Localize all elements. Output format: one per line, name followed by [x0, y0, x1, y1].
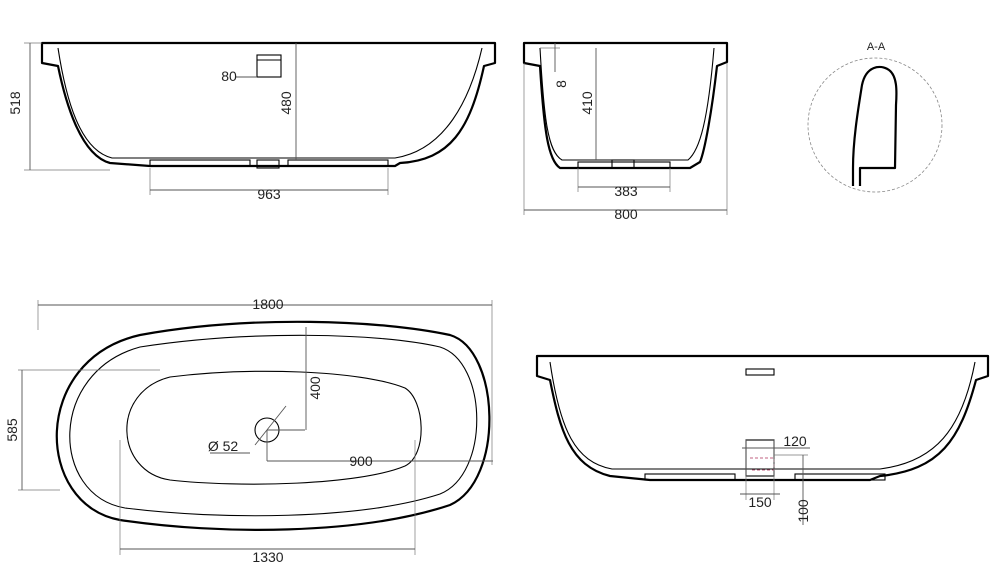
front-view-foot-right	[287, 159, 389, 167]
top-view-drain-offset-x-label: 900	[349, 453, 373, 469]
front-view-drain	[256, 159, 280, 169]
top-view-inner-length-label: 1330	[252, 549, 283, 565]
front-view: 518 480 963 80	[7, 41, 497, 202]
top-view-drain-diameter-label: Ø 52	[208, 438, 239, 454]
top-view-inner-rim	[69, 334, 478, 517]
section-view-profile	[851, 65, 898, 186]
front-view-inner-wall	[57, 47, 483, 159]
front-view-overflow-label: 80	[221, 68, 237, 84]
top-view: 1800 585 400 900 Ø 52 1330	[4, 296, 493, 565]
top-view-drain-offset-y-label: 400	[307, 376, 323, 400]
top-view-length-total-label: 1800	[252, 296, 283, 312]
side-view-depth-label: 410	[579, 91, 595, 115]
section-view-title: A-A	[867, 41, 886, 53]
front-view-overflow-fitting	[256, 54, 282, 78]
drain-view-tub-outline	[535, 354, 990, 482]
side-view-width-total-label: 800	[614, 206, 638, 222]
front-view-tub-outline	[40, 41, 497, 168]
side-view-width-bottom-label: 383	[614, 183, 638, 199]
top-view-basin	[126, 370, 422, 485]
side-view-rim-label: 8	[553, 80, 569, 88]
front-view-height-total-label: 518	[7, 91, 23, 115]
section-view-detail-circle	[807, 57, 943, 193]
top-view-outer-rim	[55, 320, 491, 531]
front-view-width-bottom-label: 963	[257, 186, 281, 202]
side-view-drain	[611, 159, 635, 169]
drain-view-foot-left	[644, 473, 736, 481]
top-view-width-total-label: 585	[4, 418, 20, 442]
section-view: A-A	[807, 41, 943, 193]
front-view-height-inner-label: 480	[278, 91, 294, 115]
drain-view-drain-width-label: 120	[783, 433, 807, 449]
drain-view-drain-base-label: 150	[748, 494, 772, 510]
drain-view-drain-height-label: 100	[795, 499, 811, 523]
drain-view-overflow-fitting	[745, 368, 775, 376]
front-view-foot-left	[149, 159, 251, 167]
drain-view-foot-right	[794, 473, 886, 481]
side-view: 8 410 383 800	[522, 41, 729, 222]
drain-view-inner-wall	[549, 361, 976, 470]
side-view-tub-outline	[522, 41, 729, 170]
drain-view: 120 150 100	[535, 354, 990, 525]
